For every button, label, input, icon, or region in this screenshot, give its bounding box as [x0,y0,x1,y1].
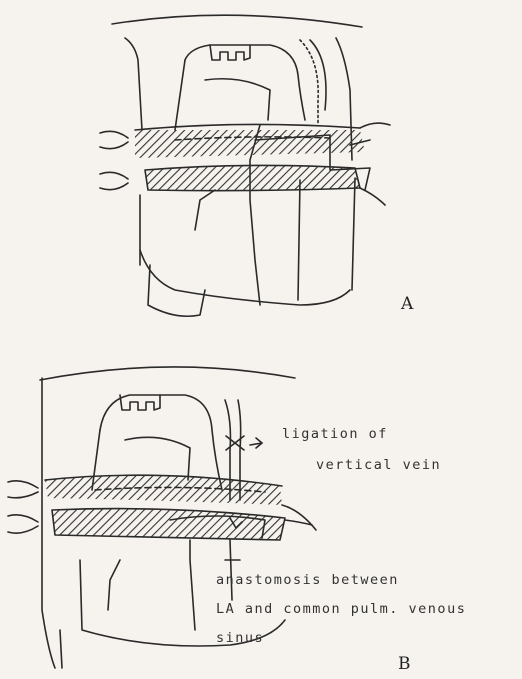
panel-b-label: B [398,654,411,674]
anastomosis-annotation-line3: sinus [216,630,264,646]
panel-a-top-arc [112,15,362,27]
anastomosis-annotation-line1: anastomosis between [216,572,399,588]
panel-a-aorta [185,45,305,120]
panel-b-drawing [8,367,316,668]
panel-b-ligation-mark [226,436,244,450]
ligation-annotation-line2: vertical vein [316,457,441,473]
ligation-annotation-line1: ligation of [282,426,388,442]
panel-a-label: A [401,294,413,314]
panel-a-heart [140,250,350,305]
panel-a-drawing [100,15,390,316]
panel-b-top-arc [40,367,295,380]
anastomosis-annotation-line2: LA and common pulm. venous [216,601,466,617]
